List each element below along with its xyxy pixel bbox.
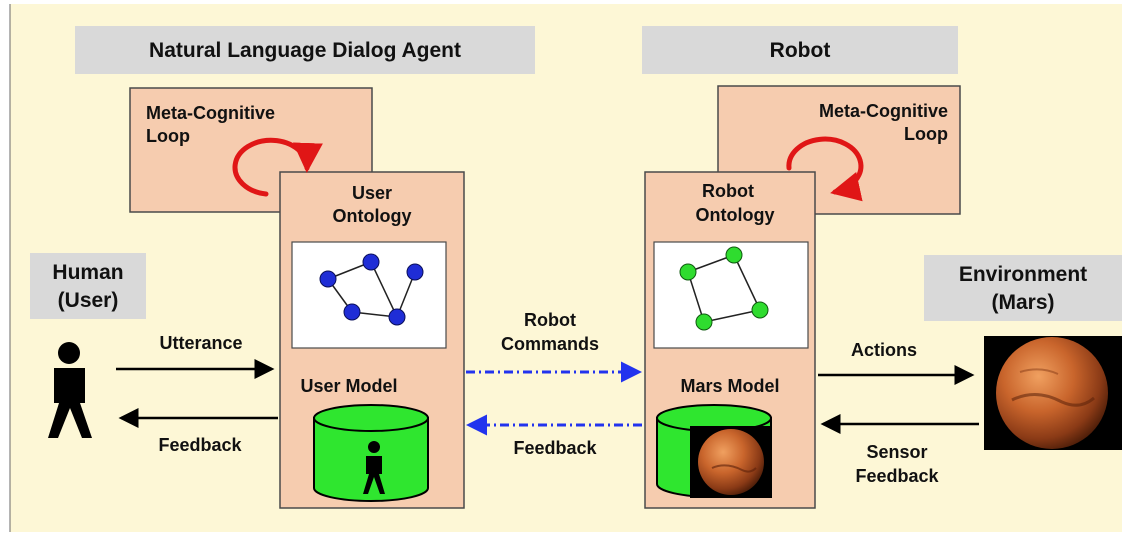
header-robot: Robot: [642, 26, 958, 74]
robot-model-title: Mars Model: [680, 376, 779, 396]
graph-edge: [703, 309, 761, 323]
user-model-title: User Model: [300, 376, 397, 396]
graph-node: [362, 253, 380, 271]
mars-image: [984, 336, 1122, 450]
graph-node: [388, 308, 406, 326]
environment-label-line1: Environment: [959, 263, 1087, 286]
actions-label: Actions: [851, 340, 917, 360]
human-block: Human (User): [30, 253, 146, 438]
header-agent-label: Natural Language Dialog Agent: [149, 39, 461, 62]
meta-loop-right-line2: Loop: [904, 124, 948, 144]
meta-loop-right-line1: Meta-Cognitive: [819, 101, 948, 121]
graph-node: [343, 303, 361, 321]
cylinder-top: [313, 404, 429, 432]
robot-ontology-nodes: [679, 246, 769, 331]
graph-edge: [687, 271, 705, 323]
sensor-feedback-label-line1: Sensor: [866, 442, 927, 462]
user-ontology-line2: Ontology: [333, 206, 412, 226]
feedback-left-label: Feedback: [158, 435, 242, 455]
graph-node: [406, 263, 424, 281]
sensor-feedback-label-line2: Feedback: [855, 466, 939, 486]
meta-loop-left-line1: Meta-Cognitive: [146, 103, 275, 123]
header-robot-box: [642, 26, 958, 74]
environment-block: Environment (Mars): [924, 255, 1122, 450]
environment-label-line2: (Mars): [991, 291, 1054, 314]
graph-node: [319, 270, 337, 288]
person-icon: [363, 441, 385, 494]
circular-arrow-icon-right: [786, 136, 864, 202]
person-icon: [48, 342, 92, 438]
feedback-middle-label: Feedback: [513, 438, 597, 458]
robot-commands-label-line1: Robot: [524, 310, 576, 330]
user-ontology-line1: User: [352, 183, 392, 203]
graph-node: [751, 301, 769, 319]
mars-model-image: [690, 426, 772, 498]
header-agent: Natural Language Dialog Agent: [75, 26, 535, 74]
header-robot-label: Robot: [770, 39, 831, 62]
utterance-label: Utterance: [159, 333, 242, 353]
header-agent-box: [75, 26, 535, 74]
user-ontology-nodes: [319, 253, 424, 326]
robot-commands-label-line2: Commands: [501, 334, 599, 354]
environment-label-box: [924, 255, 1122, 321]
arrows: [116, 359, 979, 436]
graph-node: [679, 263, 697, 281]
user-model-cylinder: [313, 404, 429, 502]
graph-node: [695, 313, 713, 331]
human-label-box: [30, 253, 146, 319]
graph-edge: [733, 254, 761, 311]
robot-ontology-line2: Ontology: [696, 205, 775, 225]
human-label-line2: (User): [58, 289, 119, 312]
user-column: User Ontology User Model: [279, 171, 465, 509]
graph-edge: [370, 261, 398, 318]
human-label-line1: Human: [52, 261, 123, 284]
robot-ontology-line1: Robot: [702, 181, 754, 201]
robot-column: Robot Ontology Mars Model: [644, 171, 816, 509]
graph-node: [725, 246, 743, 264]
circular-arrow-icon-left: [232, 137, 323, 197]
meta-loop-left-line2: Loop: [146, 126, 190, 146]
